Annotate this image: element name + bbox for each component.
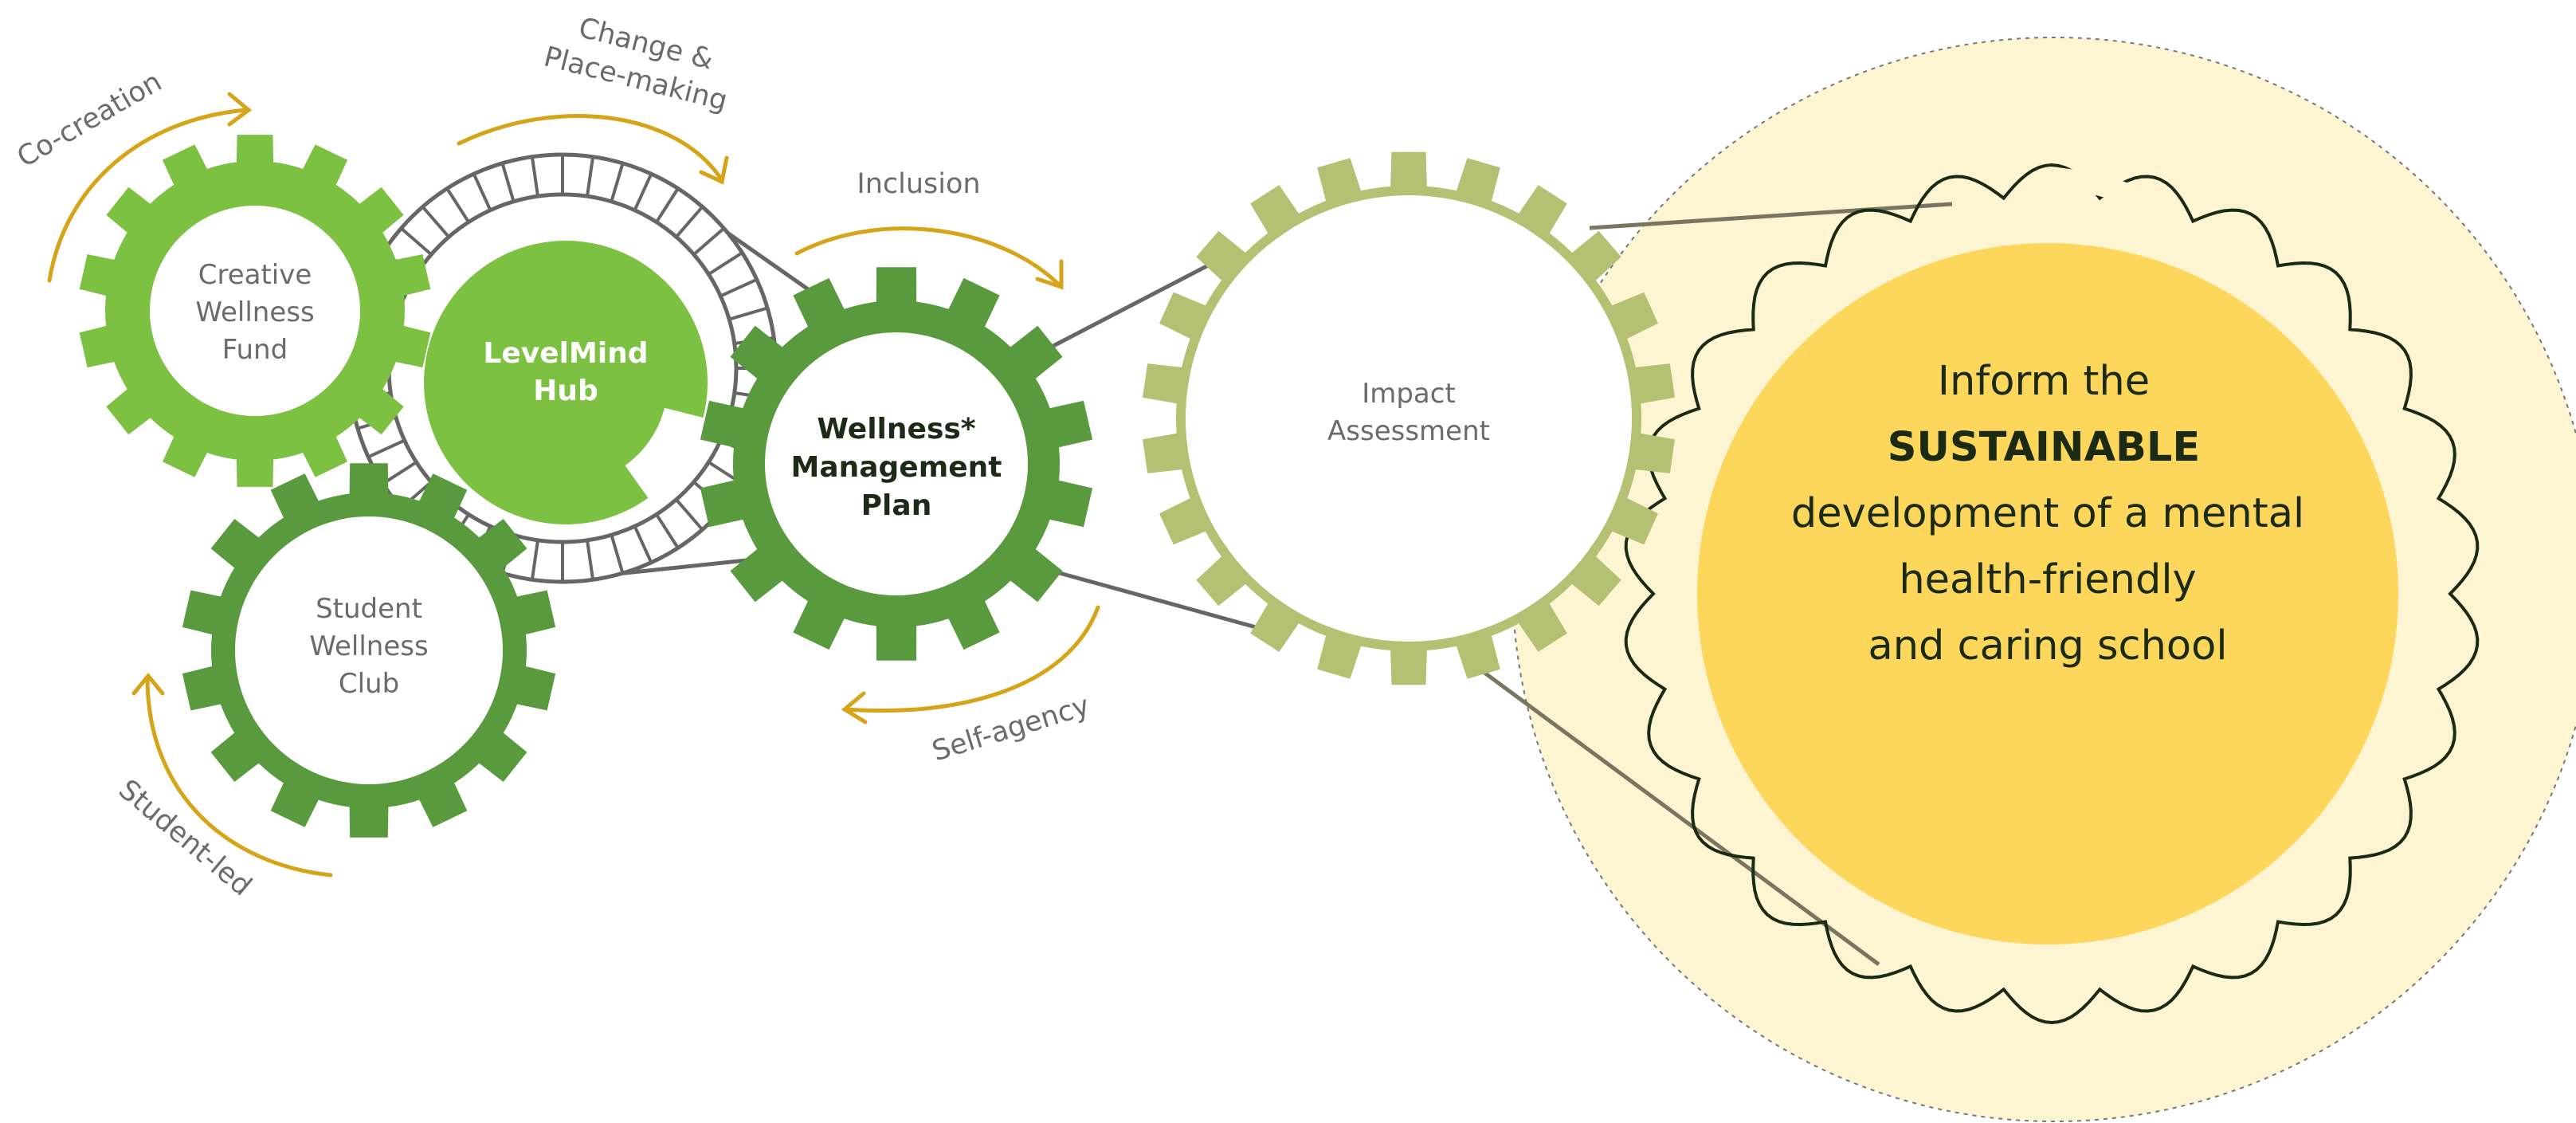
ladder-spoke	[367, 438, 406, 459]
plan-label-line1: Wellness*	[817, 413, 975, 446]
flow-label-co-creation: Co-creation	[12, 66, 167, 175]
gear-impact-hub	[1186, 195, 1632, 642]
gear-creative-hub	[150, 206, 360, 416]
arrow-student-led	[145, 675, 333, 878]
ladder-spoke	[655, 513, 680, 549]
goal-line2: SUSTAINABLE	[1888, 424, 2201, 471]
arrow-self-agency	[844, 605, 1100, 713]
gear-levelmind-hub	[424, 240, 708, 524]
goal-line4: health-friendly	[1899, 556, 2196, 603]
ladder-spoke	[610, 534, 625, 574]
flow-label-inclusion: Inclusion	[857, 168, 980, 200]
ladder-spoke	[500, 163, 516, 202]
ladder-spoke	[472, 173, 492, 211]
ladder-spoke	[421, 206, 450, 238]
ladder-spoke	[586, 540, 595, 580]
arrow-inclusion-head	[1035, 259, 1064, 290]
belt-line-4	[1027, 562, 1260, 630]
ladder-spoke	[719, 277, 758, 298]
creative-label-line1: Creative	[198, 259, 312, 291]
ladder-spoke	[445, 187, 470, 223]
ladder-spoke	[675, 498, 704, 531]
arrow-change-head	[699, 155, 729, 185]
goal-circle	[1697, 243, 2398, 944]
arrow-self-agency-head	[841, 691, 868, 724]
ladder-spoke	[728, 306, 768, 321]
ladder-spoke	[530, 156, 539, 197]
gear-student-hub	[235, 516, 503, 784]
scallop-ring	[1624, 163, 2480, 1025]
ladder-spoke	[675, 206, 704, 238]
belt-line-3	[1050, 251, 1233, 349]
creative-label-line3: Fund	[222, 334, 288, 366]
ladder-spoke	[655, 187, 680, 223]
ladder-spoke	[530, 540, 539, 580]
impact-label-line2: Assessment	[1327, 415, 1490, 447]
scallop-gap-bottom	[1722, 813, 1947, 959]
ladder-spoke	[708, 251, 743, 276]
impact-label-line1: Impact	[1362, 378, 1456, 410]
ladder-spoke	[400, 226, 433, 256]
goal-line5: and caring school	[1868, 622, 2227, 669]
ladder-spoke	[633, 525, 653, 563]
arrow-co-creation	[47, 108, 248, 283]
flow-label-self-agency: Self-agency	[928, 690, 1093, 768]
flow-label-student-led: Student-led	[112, 774, 257, 903]
student-label-line1: Student	[316, 593, 422, 625]
ladder-spoke	[610, 163, 625, 202]
ladder-spoke	[382, 461, 418, 485]
plan-label-line3: Plan	[861, 489, 932, 522]
ladder-spoke	[633, 173, 653, 211]
connector-line-top	[1589, 202, 1953, 230]
creative-label-line2: Wellness	[195, 296, 314, 328]
arrow-co-creation-head	[227, 92, 253, 127]
levelmind-label-line1: LevelMind	[483, 337, 648, 370]
student-label-line2: Wellness	[309, 630, 428, 662]
ladder-spoke	[692, 226, 725, 256]
plan-label-line2: Management	[791, 451, 1002, 484]
goal-line3: development of a mental	[1791, 490, 2304, 537]
scallop-gap-top	[2046, 167, 2156, 213]
arrow-student-led-head	[131, 673, 165, 696]
gear-plan-hub	[765, 332, 1028, 595]
connector-line-bottom	[1476, 666, 1880, 967]
student-label-line3: Club	[339, 668, 399, 700]
goal-line1: Inform the	[1938, 358, 2150, 405]
ladder-spoke	[586, 156, 595, 197]
arrow-inclusion	[794, 226, 1062, 288]
levelmind-label-line2: Hub	[533, 375, 598, 407]
arrow-change	[457, 114, 724, 183]
